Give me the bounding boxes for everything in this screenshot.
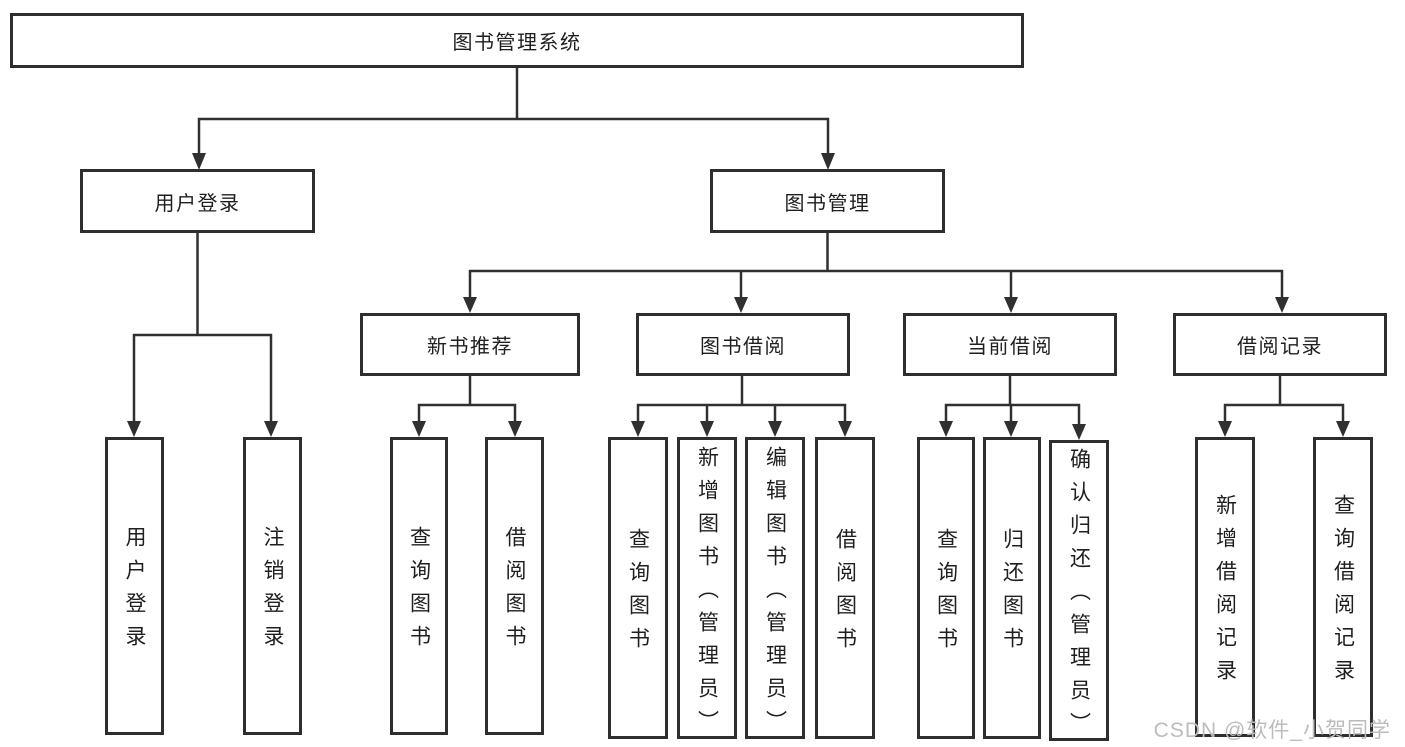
arrowhead-down-icon [1336,421,1350,437]
node-label: 借阅图书 [833,528,857,660]
arrowhead-down-icon [768,421,782,437]
arrowhead-down-icon [192,153,206,170]
node-label: 编辑图书（管理员） [763,445,787,743]
leaf-add-borrow-record: 新增借阅记录 [1195,437,1255,737]
leaf-user-login: 用户登录 [105,437,164,735]
connector-new-book-children [412,376,522,437]
node-label: 注销登录 [261,526,284,658]
node-book-borrow: 图书借阅 [636,313,850,376]
node-label: 图书管理系统 [452,32,582,54]
arrowhead-down-icon [1072,424,1086,440]
node-label: 图书借阅 [700,336,786,358]
leaf-query-borrow-record: 查询借阅记录 [1313,437,1373,737]
arrowhead-down-icon [508,421,522,437]
leaf-query-book: 查询图书 [608,437,668,739]
arrowhead-down-icon [127,421,141,437]
leaf-return-book: 归还图书 [983,437,1041,739]
node-label: 归还图书 [1000,528,1024,660]
node-label: 新增图书（管理员） [695,445,719,743]
node-root-system: 图书管理系统 [10,13,1024,68]
arrowhead-down-icon [1004,297,1018,313]
leaf-query-book-recommend: 查询图书 [390,437,448,735]
arrowhead-down-icon [939,421,953,437]
node-book-management: 图书管理 [710,169,945,233]
arrowhead-down-icon [1275,297,1289,313]
arrowhead-down-icon [463,297,477,313]
leaf-edit-book-admin: 编辑图书（管理员） [745,437,805,743]
leaf-borrow-book: 借阅图书 [815,437,875,739]
node-current-borrow: 当前借阅 [903,313,1117,376]
leaf-query-current-book: 查询图书 [917,437,975,739]
csdn-watermark: CSDN @软件_小贺同学 [1153,719,1391,742]
node-label: 查询图书 [626,528,650,660]
node-label: 确认归还（管理员） [1067,448,1091,745]
node-new-book-recommend: 新书推荐 [360,313,580,376]
leaf-add-book-admin: 新增图书（管理员） [677,437,737,743]
node-label: 新增借阅记录 [1213,494,1237,692]
leaf-borrow-book-recommend: 借阅图书 [485,437,544,735]
arrowhead-down-icon [412,421,426,437]
arrowhead-down-icon [1004,421,1018,437]
arrowhead-down-icon [264,421,278,437]
arrowhead-down-icon [734,297,748,313]
node-label: 当前借阅 [967,336,1053,358]
node-label: 查询图书 [934,528,958,660]
node-label: 借阅图书 [503,526,526,658]
leaf-confirm-return-admin: 确认归还（管理员） [1049,440,1109,745]
arrowhead-down-icon [821,153,835,170]
connector-book-borrow-children [631,376,852,437]
node-user-login: 用户登录 [80,169,315,233]
node-label: 查询借阅记录 [1331,494,1355,692]
node-label: 借阅记录 [1237,336,1323,358]
connector-user-login-children [127,232,278,437]
node-label: 查询图书 [407,526,431,658]
connector-book-mgmt-to-level3 [463,232,1289,313]
arrowhead-down-icon [631,421,645,437]
connector-current-borrow-children [939,376,1086,440]
node-label: 用户登录 [154,192,241,215]
connector-root-to-level2 [192,66,835,170]
arrowhead-down-icon [700,421,714,437]
node-label: 新书推荐 [427,336,513,358]
node-borrow-record: 借阅记录 [1173,313,1387,376]
leaf-logout: 注销登录 [243,437,302,735]
connector-borrow-record-children [1218,376,1350,437]
node-label: 用户登录 [123,526,146,658]
node-label: 图书管理 [784,192,871,215]
arrowhead-down-icon [1218,421,1232,437]
arrowhead-down-icon [838,421,852,437]
